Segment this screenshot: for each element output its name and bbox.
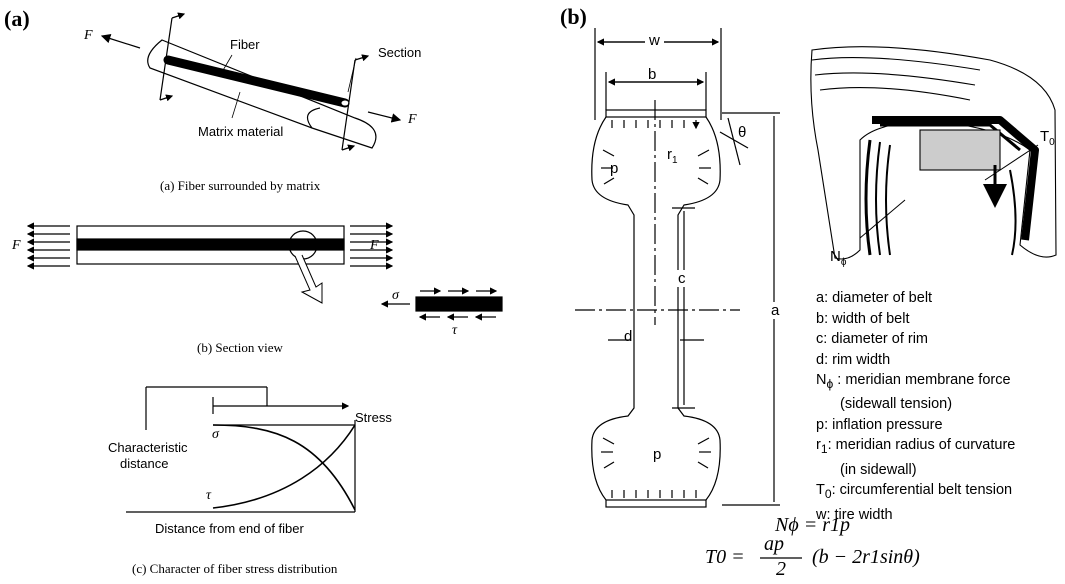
t0-label: T0 bbox=[1040, 128, 1055, 148]
legend-item-nphi-cont: (sidewall tension) bbox=[840, 396, 953, 413]
equation-t0-lhs: T0 = bbox=[705, 546, 745, 568]
theta-label: θ bbox=[738, 124, 747, 141]
characteristic-distance-line2: distance bbox=[120, 456, 169, 471]
legend-item-r1-cont: (in sidewall) bbox=[840, 461, 917, 478]
dim-a-label: a bbox=[769, 302, 782, 319]
sigma-label-section: σ bbox=[392, 288, 399, 303]
caption-b: (b) Section view bbox=[197, 340, 283, 355]
force-label-left: F bbox=[84, 28, 93, 43]
legend-item-a: a: diameter of belt bbox=[816, 290, 933, 306]
legend-item-p: p: inflation pressure bbox=[816, 416, 943, 433]
section-label: Section bbox=[378, 45, 422, 60]
caption-c: (c) Character of fiber stress distributi… bbox=[132, 561, 338, 576]
equation-t0-rhs: (b − 2r1sinθ) bbox=[812, 546, 920, 568]
equation-nphi: Nϕ = r1p bbox=[775, 514, 850, 536]
r1-label: r1 bbox=[667, 146, 678, 166]
caption-a: (a) Fiber surrounded by matrix bbox=[160, 178, 321, 193]
section-view-drawing bbox=[26, 222, 503, 321]
dim-c-label: c bbox=[676, 270, 688, 287]
tire-cross-section bbox=[575, 28, 780, 508]
fiber-matrix-drawing bbox=[100, 12, 402, 152]
tire-perspective-sketch bbox=[810, 46, 1057, 260]
force-label-section-left: F bbox=[12, 238, 21, 253]
legend-item-r1: r1: meridian radius of curvature bbox=[816, 437, 1016, 457]
distance-axis-label: Distance from end of fiber bbox=[155, 521, 304, 536]
legend-item-b: b: width of belt bbox=[816, 310, 910, 327]
legend-item-w: w: tire width bbox=[816, 506, 893, 523]
panel-b-label: (b) bbox=[560, 4, 587, 29]
tau-label-plot: τ bbox=[206, 488, 212, 503]
force-label-right: F bbox=[408, 112, 417, 127]
panel-a-label: (a) bbox=[4, 6, 30, 31]
equation-t0-denominator: 2 bbox=[776, 558, 786, 580]
legend-item-t0: T0: circumferential belt tension bbox=[816, 482, 1013, 502]
nphi-label: Nϕ bbox=[830, 248, 847, 268]
force-label-section-right: F bbox=[370, 238, 379, 253]
stress-distribution-plot bbox=[126, 386, 356, 513]
equation-t0-numerator: ap bbox=[764, 533, 784, 555]
sigma-label-plot: σ bbox=[212, 427, 219, 442]
pressure-label-bottom: p bbox=[653, 446, 662, 463]
legend-item-c: c: diameter of rim bbox=[816, 331, 928, 347]
characteristic-distance-line1: Characteristic bbox=[108, 440, 188, 455]
fiber-label: Fiber bbox=[230, 37, 260, 52]
tau-label-section: τ bbox=[452, 323, 458, 338]
legend-item-d: d: rim width bbox=[816, 351, 891, 368]
matrix-material-label: Matrix material bbox=[198, 124, 284, 139]
dim-b-label: b bbox=[648, 66, 657, 83]
legend: a: diameter of belt b: width of belt c: … bbox=[816, 288, 1015, 525]
dim-w-label: w bbox=[645, 32, 664, 49]
legend-item-nphi: Nϕ : meridian membrane force bbox=[816, 372, 1011, 391]
pressure-label-top: p bbox=[610, 160, 619, 177]
stress-label: Stress bbox=[355, 410, 392, 425]
dim-d-label: d bbox=[624, 328, 633, 345]
